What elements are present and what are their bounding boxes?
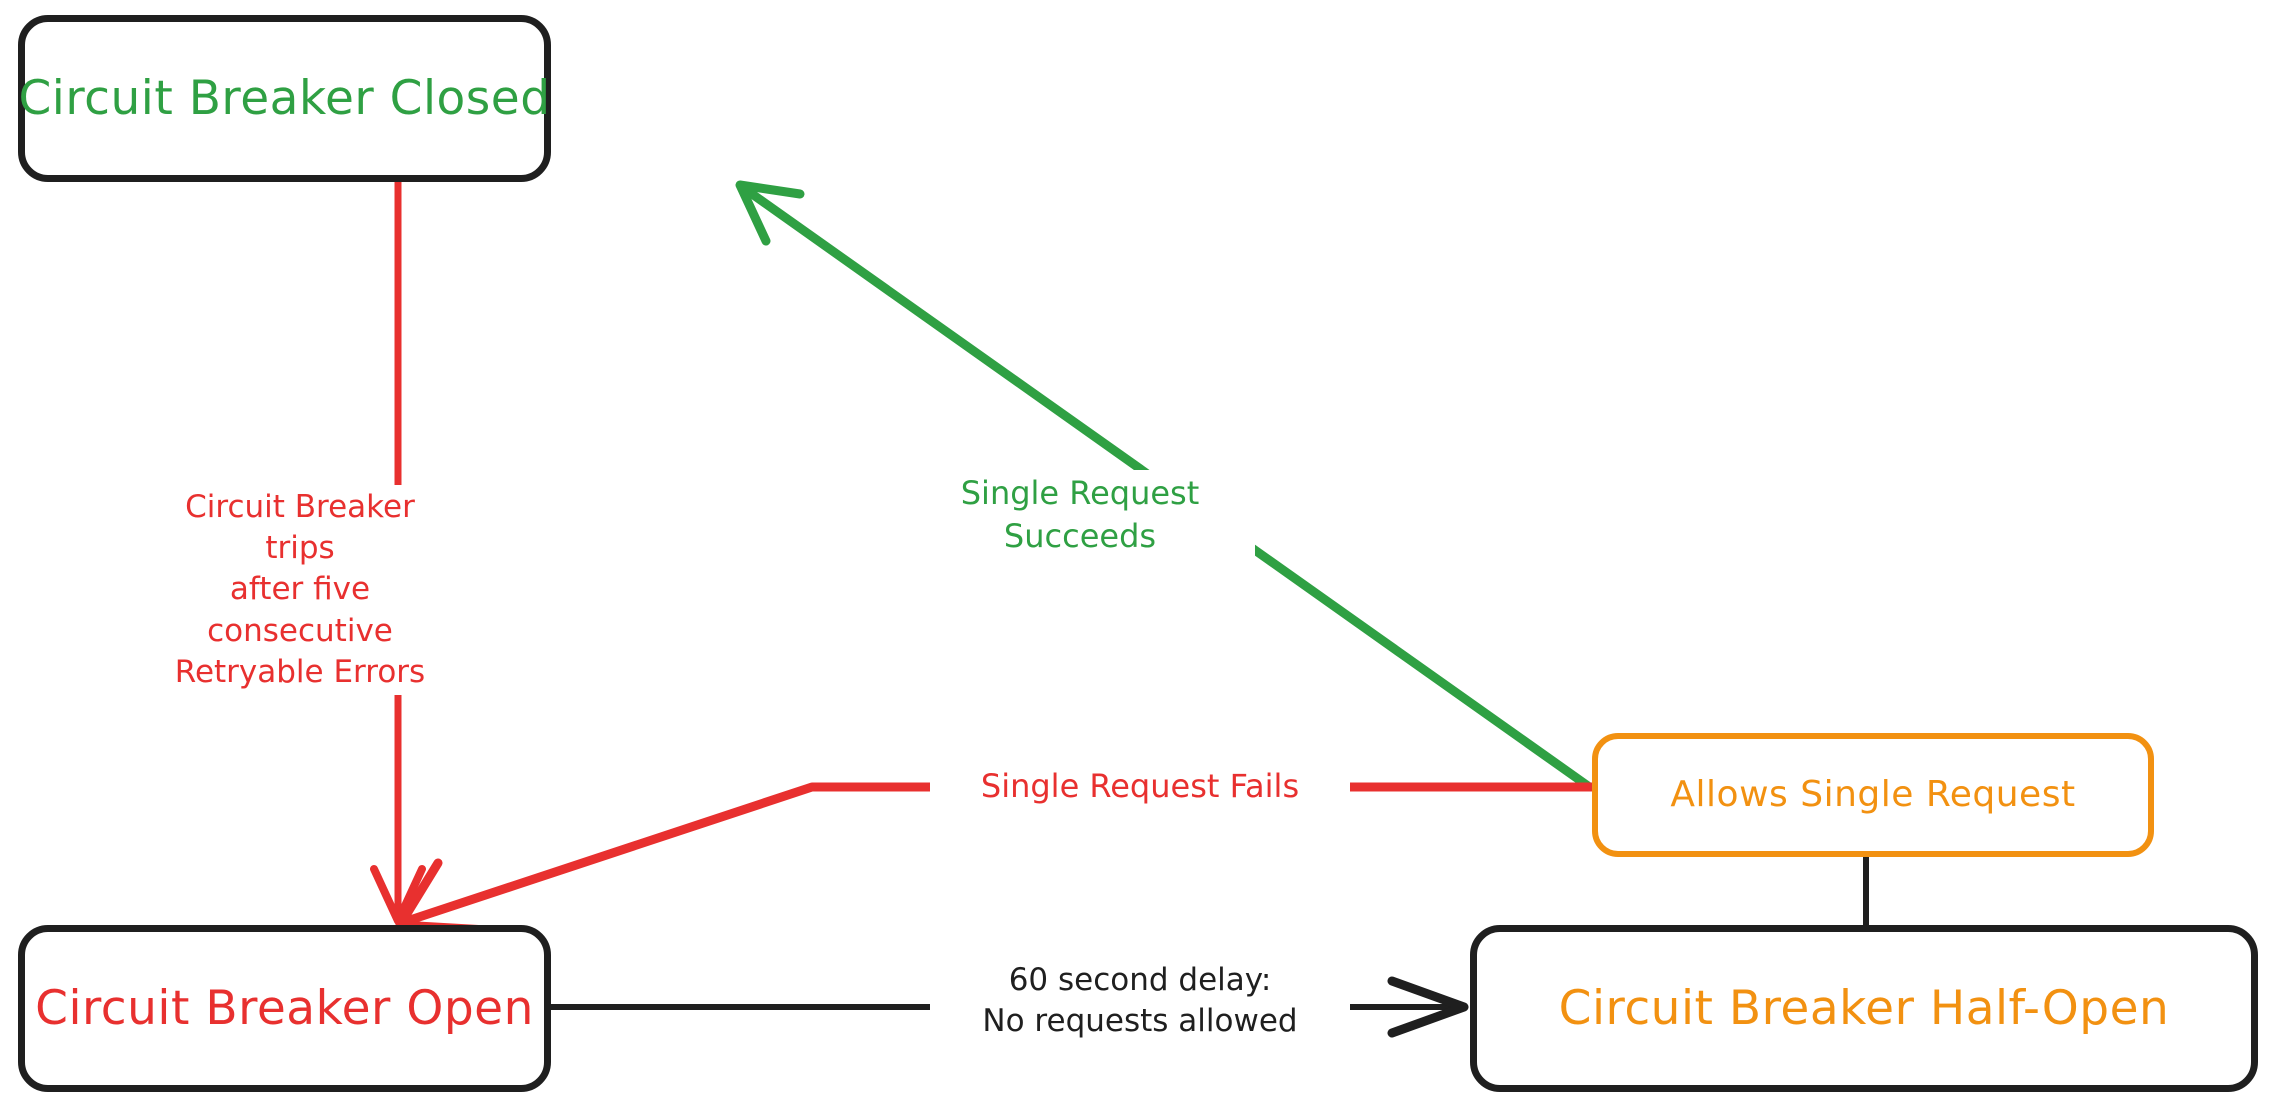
edge-label-60-second-delay: 60 second delay: No requests allowed — [930, 958, 1350, 1045]
edge-label-single-request-succeeds: Single Request Succeeds — [905, 470, 1255, 560]
node-label-half-open: Circuit Breaker Half-Open — [1558, 980, 2170, 1036]
node-label-closed: Circuit Breaker Closed — [18, 70, 551, 126]
node-circuit-breaker-half-open[interactable]: Circuit Breaker Half-Open — [1470, 925, 2258, 1092]
edge-label-circuit-breaker-trips: Circuit Breaker trips after five consecu… — [150, 485, 450, 696]
node-label-allows-single-request: Allows Single Request — [1670, 774, 2076, 816]
node-circuit-breaker-closed[interactable]: Circuit Breaker Closed — [18, 15, 551, 182]
edge-label-single-request-fails: Single Request Fails — [930, 763, 1350, 810]
node-allows-single-request[interactable]: Allows Single Request — [1592, 733, 2154, 857]
node-label-open: Circuit Breaker Open — [35, 980, 534, 1036]
node-circuit-breaker-open[interactable]: Circuit Breaker Open — [18, 925, 551, 1092]
